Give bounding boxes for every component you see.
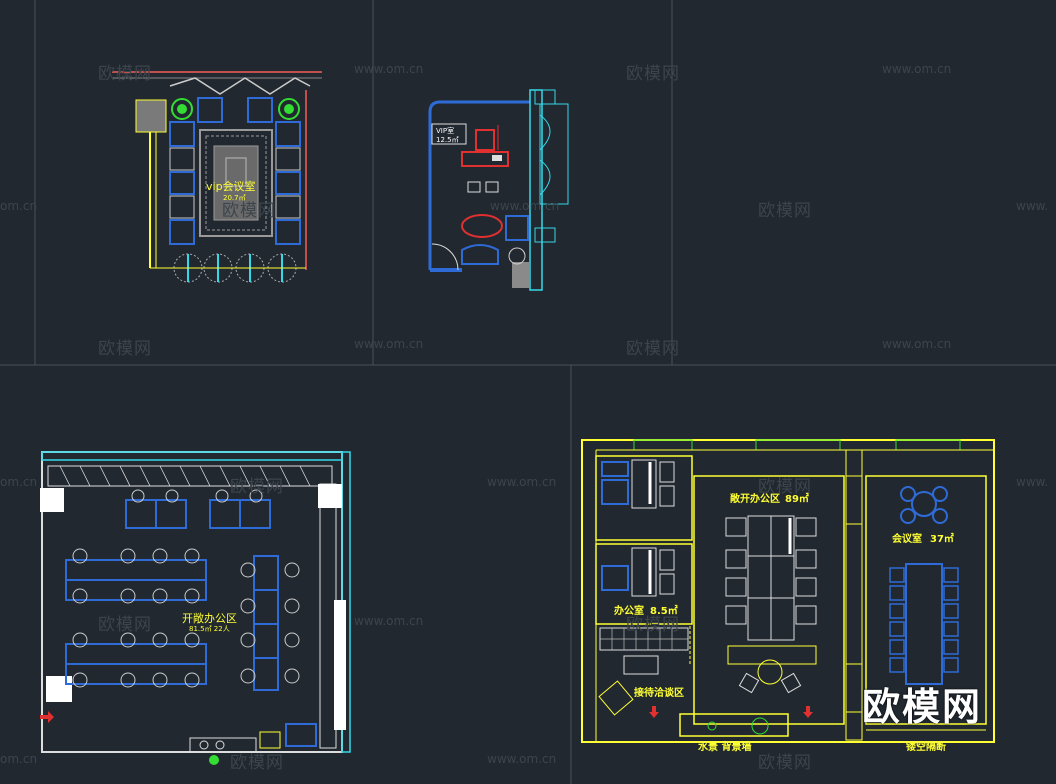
room-label-office-room: 办公室 [614,606,644,617]
watermark-url: www.om.cn [882,337,952,351]
watermark-url: www.om.cn [487,752,557,766]
watermark-url-partial: www. [1016,199,1049,213]
watermark-url: www.om.cn [354,62,424,76]
watermark-brand: 欧模网 [230,753,284,773]
watermark-url: www.om.cn [882,62,952,76]
watermark-url: www.om.cn [354,614,424,628]
room-area-open-office-left: 81.5㎡ 22人 [189,625,230,633]
brand-watermark-logo: 欧模网 [862,685,983,729]
watermark-brand: 欧模网 [758,477,812,497]
room-label-reception: 接待洽谈区 [634,688,684,699]
room-label-open-office-left: 开敞办公区 [182,612,237,625]
office-suite-plan [581,439,995,743]
watermark-brand: 欧模网 [98,615,152,635]
watermark-brand: 欧模网 [222,201,276,221]
room-area-vip-office: 12.5㎡ [436,136,459,144]
watermark-brand: 欧模网 [758,201,812,221]
watermark-url: www.om.cn [487,475,557,489]
room-label-vip-meeting: vip会议室 [206,180,256,193]
watermark-brand: 欧模网 [758,753,812,773]
vip-meeting-room-plan [112,71,322,283]
room-label-meeting-room: 会议室 [892,534,922,545]
room-label-water-feature: 水景 背景墙 [698,742,752,753]
room-area-meeting-room: 37㎡ [930,534,954,545]
room-label-vip-office: VIP室 [436,127,455,135]
room-area-office-room: 8.5㎡ [650,606,678,617]
watermark-url-partial: om.cn [0,199,38,213]
watermark-brand: 欧模网 [98,339,152,359]
room-area-open-office-right: 89㎡ [785,494,809,505]
room-label-hollow-partition: 镂空隔断 [906,742,946,753]
watermark-url-partial: www. [1016,475,1049,489]
room-label-open-office-right: 敞开办公区 [730,494,780,505]
watermark-url-partial: om.cn [0,475,38,489]
watermark-brand: 欧模网 [626,615,680,635]
watermark-brand: 欧模网 [230,477,284,497]
watermark-url: www.om.cn [490,199,560,213]
watermark-brand: 欧模网 [98,64,152,84]
watermark-brand: 欧模网 [626,339,680,359]
vip-office-plan [428,89,569,291]
open-office-left-plan [40,451,351,765]
room-area-vip-meeting: 20.7㎡ [223,194,246,202]
watermark-brand: 欧模网 [626,64,680,84]
watermark-url-partial: om.cn [0,752,38,766]
watermark-url: www.om.cn [354,337,424,351]
